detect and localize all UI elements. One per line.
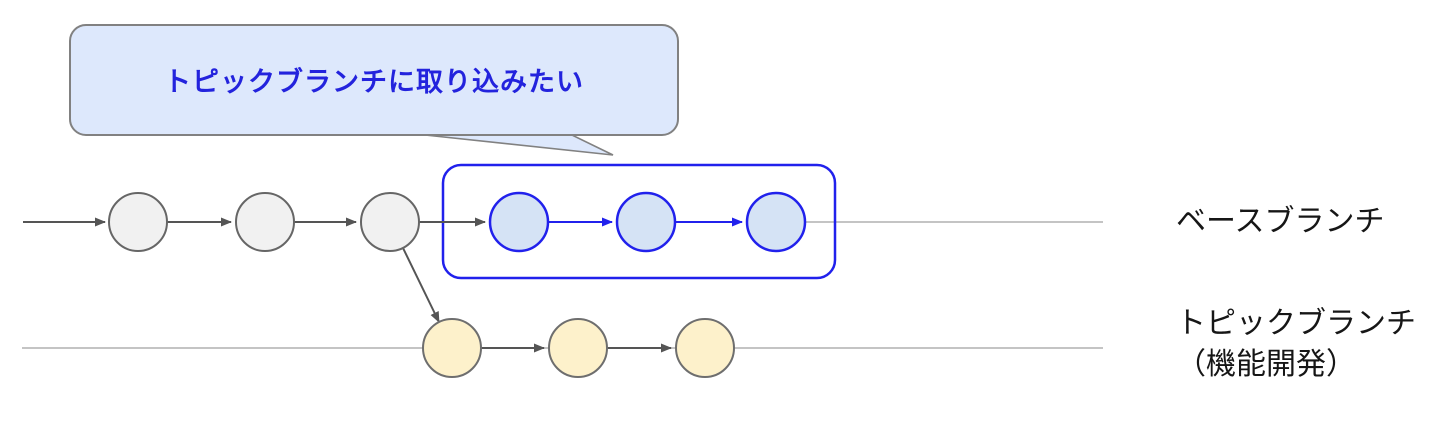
commit-arrow bbox=[402, 247, 440, 323]
base-branch-label: ベースブランチ bbox=[1176, 205, 1385, 238]
callout-body bbox=[69, 24, 679, 136]
commit-node-base-past bbox=[108, 192, 168, 252]
topic-branch-label-line1: トピックブランチ bbox=[1176, 307, 1416, 340]
commit-node-topic-topic bbox=[422, 318, 482, 378]
callout-bubble bbox=[69, 24, 679, 156]
topic-branch-label: トピックブランチ （機能開発） bbox=[1176, 303, 1416, 385]
commit-node-topic-topic bbox=[675, 318, 735, 378]
commit-node-base-past bbox=[235, 192, 295, 252]
commit-node-topic-topic bbox=[548, 318, 608, 378]
commit-arrows bbox=[23, 217, 743, 353]
topic-branch-label-line2: （機能開発） bbox=[1176, 348, 1356, 381]
commit-node-base-highlighted bbox=[488, 191, 550, 253]
commit-node-base-past bbox=[360, 192, 420, 252]
commit-nodes bbox=[108, 191, 807, 378]
commit-node-base-highlighted bbox=[745, 191, 807, 253]
commit-node-base-highlighted bbox=[615, 191, 677, 253]
callout-tail bbox=[424, 134, 614, 156]
